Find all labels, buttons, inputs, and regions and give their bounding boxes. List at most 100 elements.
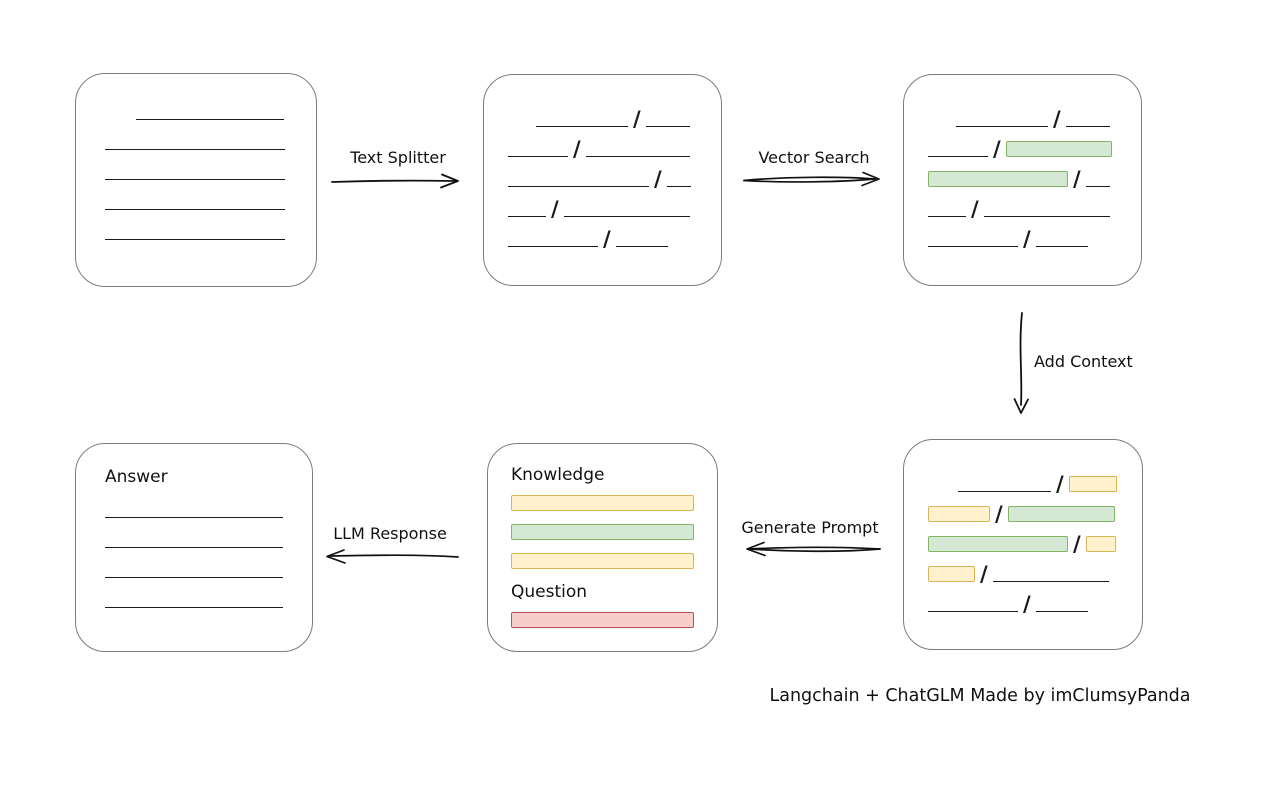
yellow-bar bbox=[511, 495, 694, 511]
yellow-chunk bbox=[928, 566, 975, 582]
text-line bbox=[105, 517, 283, 518]
caption: Langchain + ChatGLM Made by imClumsyPand… bbox=[769, 686, 1191, 706]
node-heading: Knowledge bbox=[511, 465, 605, 485]
text-row bbox=[105, 150, 316, 180]
text-line bbox=[928, 611, 1018, 612]
node-heading: Question bbox=[511, 582, 588, 602]
text-row bbox=[105, 518, 312, 548]
generate-prompt-arrow-icon bbox=[746, 541, 881, 557]
text-line bbox=[1085, 186, 1110, 187]
text-row: / bbox=[928, 217, 1141, 251]
text-row: / bbox=[928, 462, 1142, 496]
yellow-chunk bbox=[1068, 476, 1117, 492]
indent-gap bbox=[928, 491, 958, 492]
text-line bbox=[105, 577, 283, 578]
slash-separator: / bbox=[995, 502, 1003, 526]
slash-separator: / bbox=[1023, 592, 1031, 616]
node-split-chunks: / / / / / bbox=[483, 74, 722, 286]
text-line bbox=[928, 156, 988, 157]
text-line bbox=[928, 246, 1018, 247]
green-chunk bbox=[1005, 141, 1112, 157]
text-line bbox=[508, 216, 546, 217]
yellow-chunk bbox=[928, 506, 990, 522]
slash-separator: / bbox=[993, 137, 1001, 161]
slash-separator: / bbox=[551, 197, 559, 221]
text-row bbox=[105, 180, 316, 210]
vector-search-label: Vector Search bbox=[758, 148, 870, 167]
text-line bbox=[585, 156, 690, 157]
text-row bbox=[105, 210, 316, 240]
indent-gap bbox=[105, 119, 136, 120]
llm-response-label: LLM Response bbox=[333, 524, 447, 543]
green-chunk bbox=[928, 536, 1068, 552]
text-line bbox=[1035, 246, 1088, 247]
slash-separator: / bbox=[971, 197, 979, 221]
text-line bbox=[1035, 611, 1088, 612]
add-context-arrow-icon bbox=[1013, 312, 1029, 414]
slash-separator: / bbox=[573, 137, 581, 161]
slash-separator: / bbox=[1023, 227, 1031, 251]
text-splitter-arrow-icon bbox=[331, 173, 459, 189]
yellow-bar bbox=[511, 553, 694, 569]
green-chunk bbox=[928, 171, 1068, 187]
node-source-document bbox=[75, 73, 317, 287]
slash-separator: / bbox=[603, 227, 611, 251]
text-row: / bbox=[928, 97, 1141, 131]
text-line bbox=[508, 156, 568, 157]
slash-separator: / bbox=[1073, 532, 1081, 556]
text-row: / bbox=[508, 187, 721, 221]
node-heading: Answer bbox=[105, 467, 168, 487]
text-row: / bbox=[928, 552, 1142, 585]
red-bar bbox=[511, 612, 694, 628]
text-line bbox=[508, 246, 598, 247]
slash-separator: / bbox=[1053, 107, 1061, 131]
node-context-chunks: ///// bbox=[903, 439, 1143, 650]
yellow-chunk bbox=[1085, 536, 1116, 552]
node-answer: Answer bbox=[75, 443, 313, 652]
text-line bbox=[666, 186, 691, 187]
text-row: / bbox=[508, 157, 721, 191]
text-line bbox=[1065, 126, 1110, 127]
text-row: / bbox=[928, 522, 1142, 556]
text-row: / bbox=[928, 157, 1141, 191]
text-row bbox=[105, 578, 312, 608]
text-splitter-label: Text Splitter bbox=[350, 148, 446, 167]
text-row: / bbox=[928, 187, 1141, 221]
node-matched-chunks: / / / / / bbox=[903, 74, 1142, 286]
slash-separator: / bbox=[654, 167, 662, 191]
text-row bbox=[105, 488, 312, 518]
indent-gap bbox=[508, 126, 536, 127]
text-line bbox=[536, 126, 628, 127]
add-context-label: Add Context bbox=[1034, 352, 1133, 371]
text-row: / bbox=[928, 127, 1141, 161]
text-row: / bbox=[928, 492, 1142, 526]
text-line bbox=[105, 239, 285, 240]
green-bar bbox=[511, 524, 694, 540]
text-line bbox=[105, 179, 285, 180]
text-line bbox=[615, 246, 668, 247]
text-line bbox=[105, 209, 285, 210]
text-line bbox=[136, 119, 284, 120]
text-line bbox=[563, 216, 690, 217]
green-chunk bbox=[1007, 506, 1115, 522]
text-line bbox=[958, 491, 1051, 492]
text-line bbox=[983, 216, 1110, 217]
slash-separator: / bbox=[1073, 167, 1081, 191]
text-line bbox=[508, 186, 649, 187]
text-row: / bbox=[508, 217, 721, 251]
vector-search-arrow-icon bbox=[743, 171, 880, 187]
slash-separator: / bbox=[633, 107, 641, 131]
text-row bbox=[105, 90, 316, 120]
text-line bbox=[992, 581, 1109, 582]
indent-gap bbox=[928, 126, 956, 127]
text-line bbox=[928, 216, 966, 217]
generate-prompt-label: Generate Prompt bbox=[741, 518, 879, 537]
text-row: / bbox=[508, 97, 721, 131]
text-row bbox=[105, 120, 316, 150]
text-line bbox=[105, 149, 285, 150]
text-line bbox=[956, 126, 1048, 127]
slash-separator: / bbox=[1056, 472, 1064, 496]
text-row: / bbox=[928, 582, 1142, 616]
